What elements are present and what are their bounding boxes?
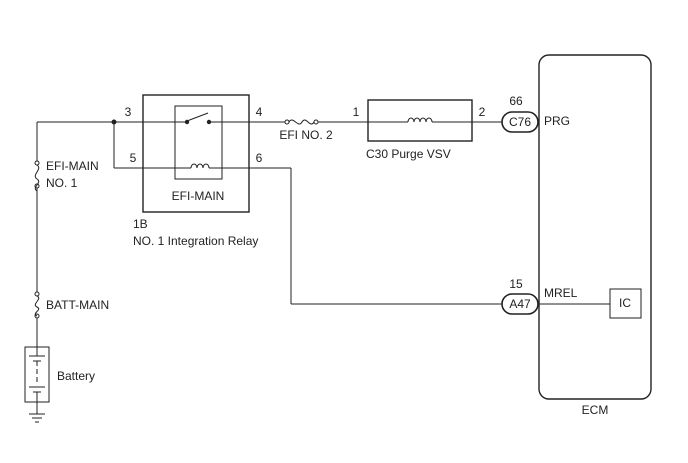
fuse-batt-main-terminal-top — [34, 291, 40, 297]
fuse-efi-no2-terminal-left — [284, 119, 290, 125]
fuse-efi-main-terminal-top — [34, 160, 40, 166]
connector-c76-code: C76 — [509, 115, 531, 129]
relay-id: 1B — [133, 217, 148, 231]
purge-vsv-box — [367, 99, 473, 142]
fuse-efi-main-label-1: EFI-MAIN — [46, 159, 99, 173]
signal-prg: PRG — [544, 114, 570, 128]
fuse-efi-no2-label: EFI NO. 2 — [279, 128, 333, 142]
ecm-label: ECM — [582, 403, 609, 417]
vsv-coil-symbol — [407, 117, 433, 123]
relay-pin-6: 6 — [256, 151, 263, 165]
relay-inner-box — [174, 105, 223, 180]
relay-box — [142, 94, 250, 213]
connector-a47 — [501, 293, 539, 315]
connector-c76-pin: 66 — [509, 94, 523, 108]
ecm-box — [538, 54, 652, 400]
relay-name: NO. 1 Integration Relay — [133, 234, 258, 248]
vsv-pin-2: 2 — [479, 105, 486, 119]
ic-label: IC — [619, 296, 631, 310]
fuse-batt-main-icon — [34, 295, 40, 317]
connector-a47-code: A47 — [509, 297, 531, 311]
fuse-efi-no2-terminal-right — [313, 119, 319, 125]
relay-pin-5: 5 — [130, 151, 137, 165]
fuse-batt-main-label: BATT-MAIN — [46, 298, 109, 312]
battery-label: Battery — [57, 369, 95, 383]
relay-pin-4: 4 — [256, 105, 263, 119]
relay-pin-3: 3 — [125, 105, 132, 119]
fuse-efi-no2-icon — [288, 119, 315, 125]
connector-c76 — [501, 111, 539, 133]
relay-switch-blade — [186, 112, 209, 122]
vsv-label: C30 Purge VSV — [366, 147, 451, 161]
junction-dot — [111, 119, 117, 125]
fuse-efi-main-label-2: NO. 1 — [46, 176, 78, 190]
relay-coil-symbol — [190, 163, 210, 169]
ic-box — [609, 288, 642, 319]
connector-a47-pin: 15 — [509, 277, 523, 291]
signal-mrel: MREL — [544, 286, 578, 300]
relay-coil-label: EFI-MAIN — [172, 189, 225, 203]
vsv-pin-1: 1 — [353, 105, 360, 119]
